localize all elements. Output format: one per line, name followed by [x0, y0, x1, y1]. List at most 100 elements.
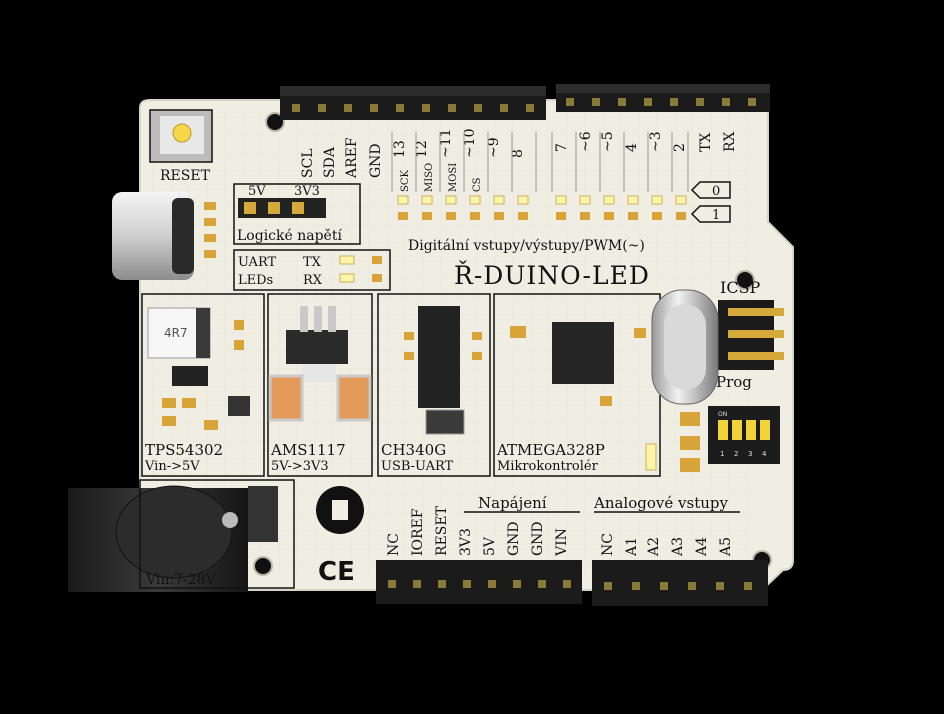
header-pin[interactable]: [388, 580, 396, 588]
header-pin[interactable]: [644, 98, 652, 106]
header-pin[interactable]: [438, 580, 446, 588]
level-marker-1: 1: [690, 205, 731, 223]
header-pin[interactable]: [463, 580, 471, 588]
pin-label-top: GND: [368, 143, 384, 178]
svg-text:2: 2: [734, 450, 738, 458]
pin-led: [579, 195, 591, 205]
pin-led-resistor: [518, 212, 528, 220]
header-pin[interactable]: [538, 580, 546, 588]
pin-led-resistor: [676, 212, 686, 220]
header-pin[interactable]: [592, 98, 600, 106]
pin-sub-label: MOSI: [448, 163, 459, 192]
tps-desc: Vin->5V: [144, 459, 200, 474]
header-pin[interactable]: [688, 582, 696, 590]
header-pin[interactable]: [722, 98, 730, 106]
header-pin[interactable]: [604, 582, 612, 590]
pin-label-bottom: NC: [600, 533, 616, 556]
ams-name: AMS1117: [270, 441, 346, 459]
header-pin[interactable]: [422, 104, 430, 112]
header-top-right[interactable]: [556, 84, 770, 112]
header-pin[interactable]: [413, 580, 421, 588]
header-pin[interactable]: [370, 104, 378, 112]
icsp-label: ICSP: [720, 278, 761, 297]
pin-label-top: 12: [414, 140, 430, 158]
header-pin[interactable]: [488, 580, 496, 588]
header-pin[interactable]: [292, 104, 300, 112]
pin-label-bottom: RESET: [434, 505, 450, 556]
header-bottom-analog[interactable]: [592, 560, 768, 606]
power-title: Napájení: [478, 494, 547, 512]
svg-text:4: 4: [762, 450, 767, 458]
pin-led-resistor: [604, 212, 614, 220]
header-pin[interactable]: [563, 580, 571, 588]
pin-label-bottom: NC: [386, 533, 402, 556]
pin-label-top: ~6: [578, 131, 594, 152]
ch340g-block: [377, 293, 491, 477]
status-passives: [680, 412, 700, 472]
header-pin[interactable]: [344, 104, 352, 112]
atmega-name: ATMEGA328P: [496, 441, 605, 459]
pin-led-resistor: [652, 212, 662, 220]
header-pin[interactable]: [618, 98, 626, 106]
header-pin[interactable]: [660, 582, 668, 590]
pin-led: [469, 195, 481, 205]
header-pin[interactable]: [318, 104, 326, 112]
header-top-left[interactable]: [280, 86, 546, 120]
jack-protection-block: [139, 479, 295, 589]
uart-tx-label: TX: [303, 255, 322, 270]
header-pin[interactable]: [566, 98, 574, 106]
pin-label-top: 13: [392, 140, 408, 158]
pin-sub-label: CS: [472, 177, 483, 192]
pin-label-top: 8: [510, 149, 526, 158]
pin-led: [627, 195, 639, 205]
usb-c-connector[interactable]: [112, 192, 194, 280]
tps-inductor-marking: 4R7: [164, 326, 188, 340]
header-pin[interactable]: [474, 104, 482, 112]
icsp-header[interactable]: [718, 300, 784, 370]
header-pin[interactable]: [748, 98, 756, 106]
logic-voltage-jumper[interactable]: [233, 183, 361, 245]
pin-led: [555, 195, 567, 205]
pin-sub-label: MISO: [424, 163, 435, 192]
pin-label-top: 2: [672, 143, 688, 152]
ams-desc: 5V->3V3: [271, 459, 329, 474]
analog-title: Analogové vstupy: [593, 494, 728, 512]
jumper-3v3-label: 3V3: [294, 184, 320, 199]
header-pin[interactable]: [670, 98, 678, 106]
header-pin[interactable]: [500, 104, 508, 112]
header-pin[interactable]: [526, 104, 534, 112]
pin-label-bottom: A5: [718, 537, 734, 557]
header-pin[interactable]: [696, 98, 704, 106]
pin-led-resistor: [556, 212, 566, 220]
svg-text:1: 1: [720, 450, 724, 458]
pin-led-resistor: [628, 212, 638, 220]
pin-led: [493, 195, 505, 205]
pin-led-resistor: [470, 212, 480, 220]
header-pin[interactable]: [448, 104, 456, 112]
pin-label-bottom: GND: [506, 521, 522, 556]
header-bottom-power[interactable]: [376, 560, 582, 604]
pin-label-top: ~10: [462, 128, 478, 158]
header-pin[interactable]: [744, 582, 752, 590]
pin-led-resistor: [446, 212, 456, 220]
pin-led-resistor: [398, 212, 408, 220]
ch340-desc: USB-UART: [381, 459, 454, 474]
pin-label-top: ~9: [486, 137, 502, 158]
pin-label-top: ~5: [600, 131, 616, 152]
header-pin[interactable]: [632, 582, 640, 590]
header-pin[interactable]: [396, 104, 404, 112]
pin-led-resistor: [494, 212, 504, 220]
pin-label-top: 7: [554, 143, 570, 152]
dc-barrel-jack[interactable]: [68, 485, 248, 592]
reset-button[interactable]: [149, 109, 213, 163]
header-pin[interactable]: [716, 582, 724, 590]
header-pin[interactable]: [513, 580, 521, 588]
board-name: Ř-DUINO-LED: [454, 261, 650, 290]
prog-dip-switch[interactable]: ON 1 2 3 4: [708, 406, 780, 464]
svg-text:0: 0: [712, 184, 720, 199]
pin-label-top: SDA: [322, 146, 338, 178]
pin-label-bottom: VIN: [554, 528, 570, 557]
atmega-desc: Mikrokontrolér: [497, 459, 599, 474]
